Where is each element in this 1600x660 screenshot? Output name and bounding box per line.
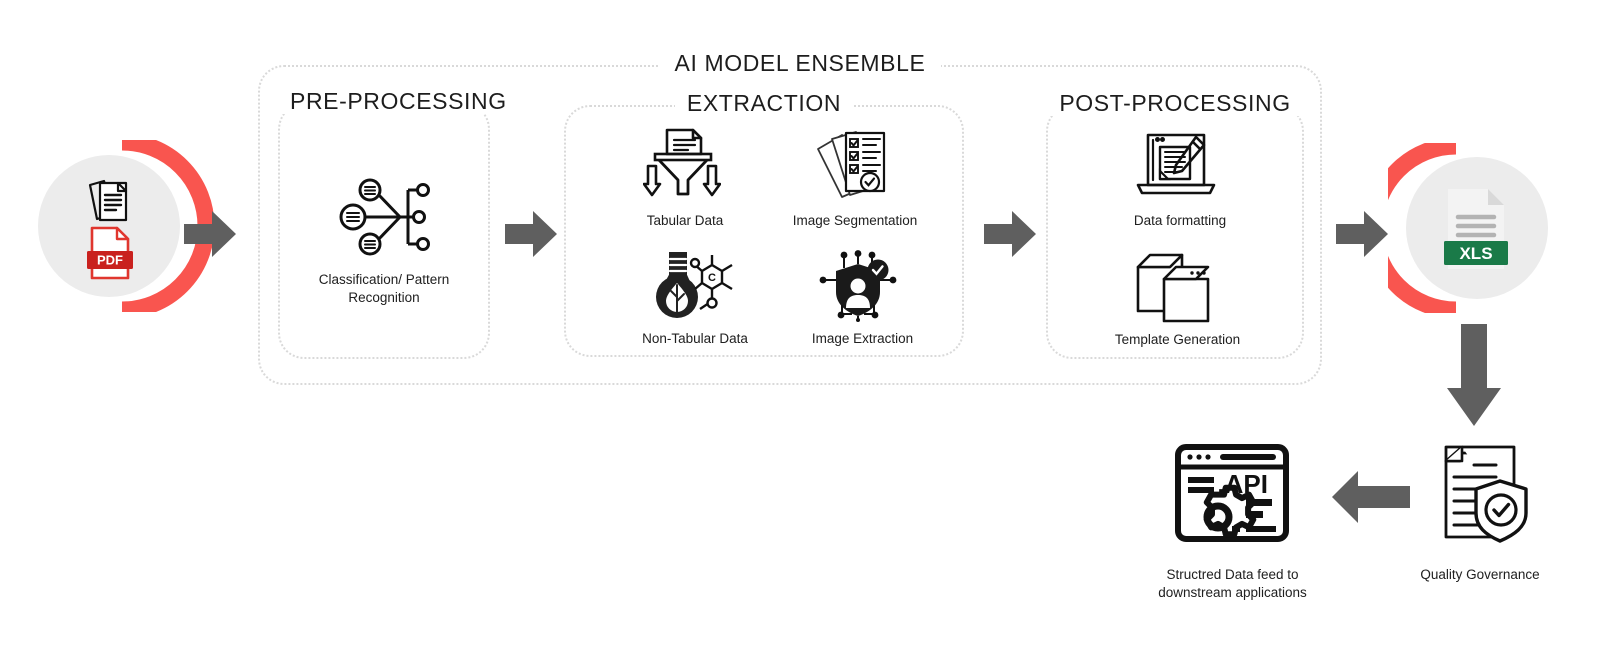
stage-title-extraction: EXTRACTION [564, 90, 964, 117]
svg-text:PDF: PDF [97, 253, 123, 268]
stage-title-post-processing: POST-PROCESSING [1046, 90, 1304, 117]
classification-network-icon [339, 178, 430, 256]
svg-text:C: C [708, 272, 716, 284]
arrow-extract-to-post [984, 211, 1036, 257]
documents-shield-check-icon [1444, 445, 1528, 543]
stage-title-post-processing-text: POST-PROCESSING [1047, 90, 1303, 116]
caption-quality-governance: Quality Governance [1420, 567, 1540, 582]
caption-classification-pattern-recognition: Classification/ Pattern Recognition [318, 272, 450, 305]
stage-title-pre-processing-text: PRE-PROCESSING [278, 88, 519, 114]
funnel-document-icon [643, 128, 721, 197]
caption-non-tabular-data: Non-Tabular Data [642, 331, 748, 346]
caption-image-segmentation: Image Segmentation [792, 213, 918, 228]
xls-badge-text: XLS [1459, 244, 1492, 263]
caption-tabular-data: Tabular Data [646, 213, 724, 228]
diagram-title: AI MODEL ENSEMBLE [0, 50, 1600, 77]
pdf-file-icon: PDF [87, 226, 133, 280]
stage-container-extraction [564, 105, 964, 357]
stage-title-extraction-text: EXTRACTION [674, 90, 854, 116]
xls-file-icon: XLS [1444, 189, 1508, 269]
caption-data-formatting: Data formatting [1133, 213, 1227, 228]
arrow-post-to-output [1336, 211, 1388, 257]
arrow-quality-to-feed [1332, 471, 1410, 523]
arrow-pre-to-extract [505, 211, 557, 257]
caption-template-generation: Template Generation [1114, 332, 1241, 347]
diagram-title-text: AI MODEL ENSEMBLE [658, 50, 942, 76]
caption-structured-data-feed: Structred Data feed to downstream applic… [1158, 567, 1307, 600]
flask-molecule-icon: C [656, 252, 733, 318]
stage-title-pre-processing: PRE-PROCESSING [278, 88, 519, 115]
caption-image-extraction: Image Extraction [811, 331, 914, 346]
shield-person-network-icon [819, 250, 897, 322]
output-node: XLS [1388, 143, 1548, 313]
checklist-documents-icon [817, 131, 886, 198]
arrow-output-to-quality [1447, 324, 1501, 426]
arrow-input-to-pre [184, 211, 236, 257]
red-arc-right [1388, 143, 1457, 313]
laptop-pencil-document-icon [1136, 133, 1216, 195]
stacked-pages-icon [1136, 253, 1210, 323]
api-browser-gear-icon: .API [1175, 444, 1289, 542]
documents-stack-icon [88, 179, 128, 222]
